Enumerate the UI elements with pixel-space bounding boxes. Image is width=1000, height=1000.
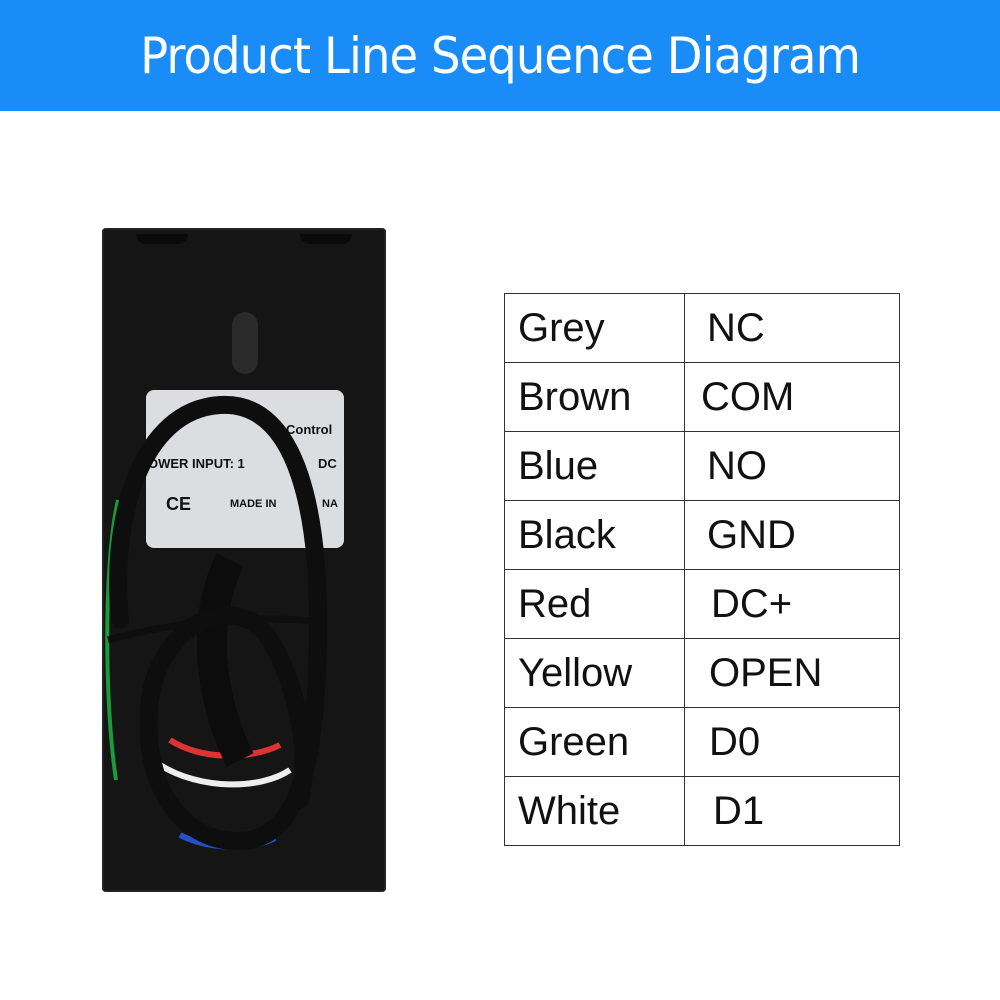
ce-mark: CE [166,494,192,514]
wire-function: GND [684,500,900,570]
sticker-text: DC [318,456,337,471]
device-slot [136,234,188,244]
page-title: Product Line Sequence Diagram [140,26,861,85]
wire-color: Green [504,707,685,777]
sticker-text: Control [286,422,333,437]
title-banner: Product Line Sequence Diagram [0,0,1000,111]
wire-function: D1 [684,776,900,846]
wire-function: OPEN [684,638,900,708]
sticker-text: OWER INPUT: 1 [148,456,245,471]
wire-color: Grey [504,293,685,363]
wire-function: D0 [684,707,900,777]
wire-color: White [504,776,685,846]
wire-function: NO [684,431,900,501]
wire-color: Yellow [504,638,685,708]
wire-color: Blue [504,431,685,501]
wire-color: Brown [504,362,685,432]
device-label-sticker: Control OWER INPUT: 1 DC CE MADE IN NA [146,390,344,548]
wire-color: Black [504,500,685,570]
wire-color: Red [504,569,685,639]
wire-function: NC [684,293,900,363]
sticker-text: MADE IN [230,498,277,510]
card-reader-device-photo: Control OWER INPUT: 1 DC CE MADE IN NA [102,228,386,892]
device-slot [300,234,352,244]
sticker-text: NA [322,498,338,510]
wire-function: COM [684,362,900,432]
wire-function: DC+ [684,569,900,639]
device-screw-hole [232,312,258,374]
